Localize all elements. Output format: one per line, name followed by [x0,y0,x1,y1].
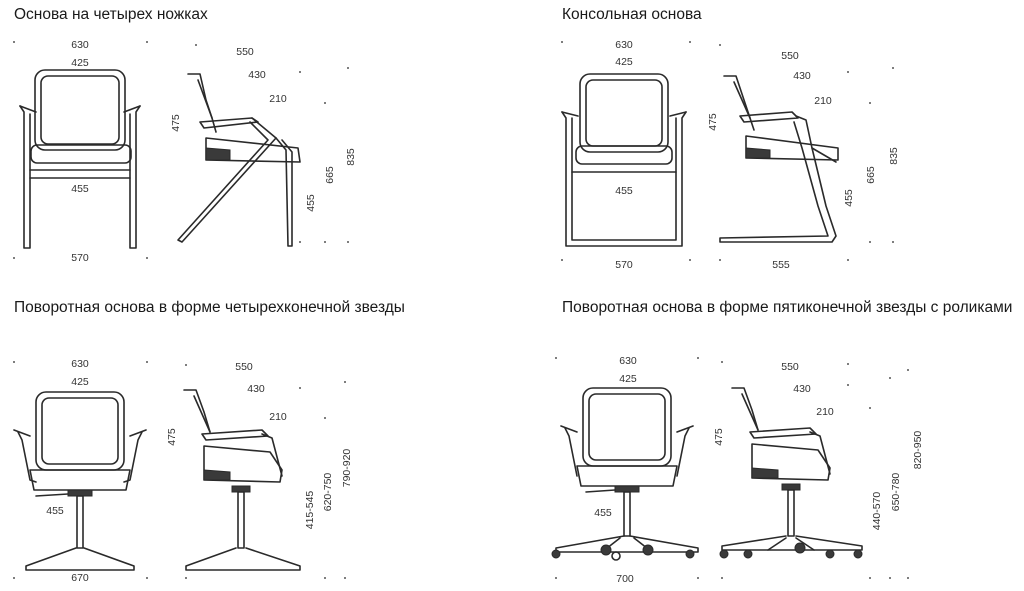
dim-height-back: 475 [713,428,725,446]
dim-height-seat: 455 [843,189,855,207]
dim-width-total: 630 [615,39,633,51]
dim-width-seat: 455 [71,183,89,195]
dim-width-total: 630 [619,355,637,367]
dim-depth-arm: 210 [814,95,832,107]
dim-height-seat: 455 [305,194,317,212]
dim-height-total: 835 [888,147,900,165]
dim-height-total: 820-950 [912,431,924,470]
front-view-chair [19,69,141,249]
dim-width-back: 425 [619,373,637,385]
dim-width-base: 570 [71,252,89,264]
dim-depth-seat: 430 [793,383,811,395]
dim-width-seat: 455 [594,507,612,519]
dim-height-arm: 665 [324,166,336,184]
dim-width-back: 425 [615,56,633,68]
dim-depth-arm: 210 [269,93,287,105]
side-view-chair [177,73,301,247]
dim-depth-total: 550 [236,46,254,58]
dim-height-arm: 665 [865,166,877,184]
dim-depth-arm: 210 [816,406,834,418]
dim-width-base: 670 [71,572,89,584]
dim-width-total: 630 [71,39,89,51]
title-four-star-swivel: Поворотная основа в форме четырехконечно… [14,299,405,316]
title-five-star-casters: Поворотная основа в форме пятиконечной з… [562,299,1013,316]
dim-height-total: 790-920 [341,449,353,488]
dim-width-seat: 455 [615,185,633,197]
front-view-chair [551,387,699,561]
panel-four-legs: 630 425 455 570 550 430 210 475 455 665 … [13,39,357,264]
title-four-legs: Основа на четырех ножках [14,6,208,23]
dim-width-total: 630 [71,358,89,370]
dim-depth-seat: 430 [793,70,811,82]
dim-height-arm: 650-780 [890,473,902,512]
side-view-chair [183,389,301,571]
dim-height-total: 835 [345,148,357,166]
dim-width-back: 425 [71,376,89,388]
dim-depth-base: 555 [772,259,790,271]
front-view-chair [13,391,147,571]
panel-four-star-swivel: 630 425 455 670 550 430 210 475 415-545 … [13,358,353,584]
dim-height-back: 475 [707,113,719,131]
dim-height-back: 475 [170,114,182,132]
dim-width-back: 425 [71,57,89,69]
side-view-chair [719,75,839,243]
panel-five-star-casters: 630 425 455 700 550 430 210 475 440-570 [551,355,924,585]
panel-cantilever: 630 425 455 570 550 430 210 475 455 665 … [561,39,900,271]
dim-height-seat: 415-545 [304,491,316,530]
dim-depth-arm: 210 [269,411,287,423]
dim-width-base: 700 [616,573,634,585]
dim-depth-seat: 430 [247,383,265,395]
front-view-chair [561,73,687,247]
dim-depth-total: 550 [235,361,253,373]
dim-width-seat: 455 [46,505,64,517]
dim-depth-total: 550 [781,50,799,62]
dim-height-back: 475 [166,428,178,446]
side-view-chair [719,387,863,559]
dim-depth-seat: 430 [248,69,266,81]
dim-height-seat: 440-570 [871,492,883,531]
dim-height-arm: 620-750 [322,473,334,512]
dim-width-base: 570 [615,259,633,271]
dim-depth-total: 550 [781,361,799,373]
title-cantilever: Консольная основа [562,6,702,23]
